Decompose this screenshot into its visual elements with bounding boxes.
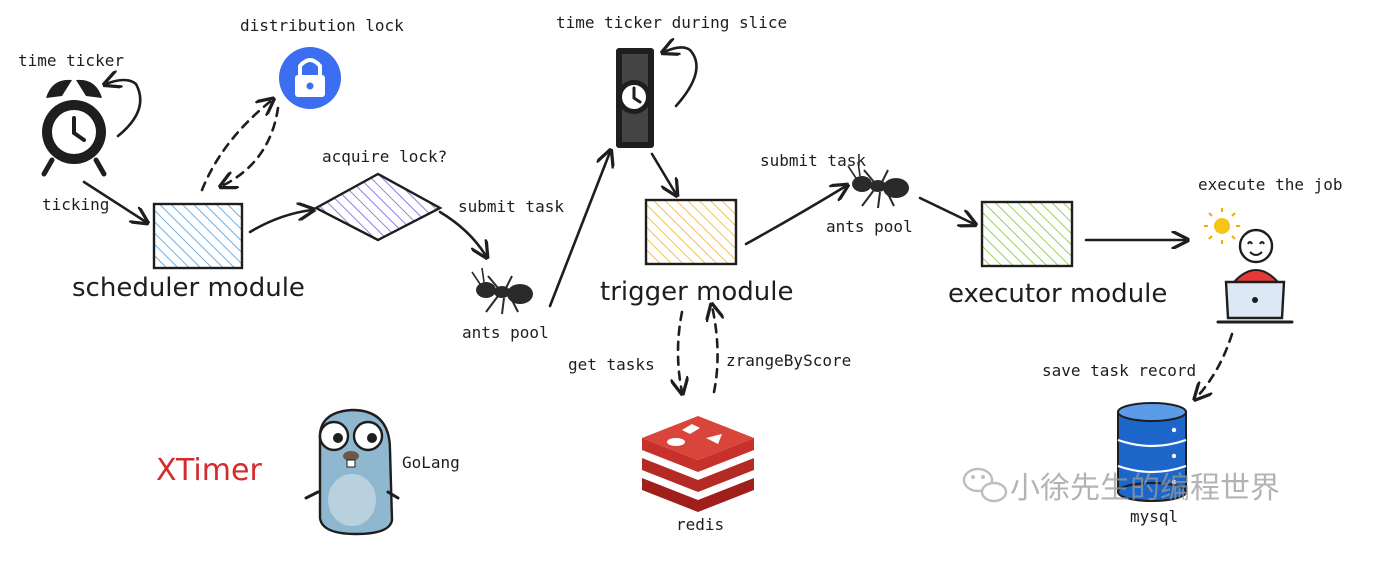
save-task-record-label: save task record (1042, 361, 1196, 380)
lock-icon (279, 47, 341, 109)
ants-pool-label-1: ants pool (462, 323, 549, 342)
trigger-to-pool-arrow (744, 186, 846, 246)
ticking-label: ticking (42, 195, 109, 214)
wechat-icon (962, 467, 1008, 503)
zrangebyscore-label: zrangeByScore (726, 351, 851, 370)
ant-icon (847, 161, 909, 209)
trigger-module-label: trigger module (600, 277, 794, 307)
golang-label: GoLang (402, 453, 460, 472)
save-record-arrow (1196, 332, 1234, 398)
executor-module-box (980, 200, 1074, 268)
submit-task-label-1: submit task (458, 197, 564, 216)
get-tasks-label: get tasks (568, 355, 655, 374)
xtimer-title: XTimer (156, 453, 262, 488)
pool-to-executor-arrow (918, 196, 974, 224)
zrange-arrow (712, 306, 718, 394)
distribution-lock-label: distribution lock (240, 16, 404, 35)
ant-icon (471, 267, 533, 315)
acquire-lock-label: acquire lock? (322, 147, 447, 166)
execute-job-label: execute the job (1198, 175, 1343, 194)
ticker-loop-arrow (106, 80, 142, 138)
scheduler-module-label: scheduler module (72, 273, 305, 303)
scheduler-module-box (152, 202, 244, 270)
submit-task-label-2: submit task (760, 151, 866, 170)
watermark-text: 小徐先生的编程世界 (1010, 471, 1280, 506)
executor-module-label: executor module (948, 279, 1167, 309)
gopher-icon (304, 408, 400, 536)
trigger-module-box (644, 198, 738, 266)
alarm-clock-icon (41, 79, 107, 177)
person-laptop-icon (1204, 208, 1294, 324)
lock-response-arrow (222, 106, 280, 186)
pool-to-slice-ticker-arrow (548, 152, 610, 308)
redis-icon (642, 416, 754, 512)
scheduler-to-decision-arrow (248, 210, 312, 234)
slice-ticker-loop-arrow (664, 47, 698, 108)
time-ticker-label: time ticker (18, 51, 124, 70)
get-tasks-arrow (678, 310, 682, 392)
database-icon (1117, 402, 1187, 502)
acquire-lock-diamond (313, 172, 443, 242)
slice-ticker-label: time ticker during slice (556, 13, 787, 32)
redis-label: redis (676, 515, 724, 534)
decision-to-pool-arrow (438, 210, 486, 256)
ticking-arrow (82, 180, 146, 222)
hourglass-clock-icon (616, 48, 654, 148)
mysql-label: mysql (1130, 507, 1178, 526)
slice-to-trigger-arrow (650, 152, 676, 194)
ants-pool-label-2: ants pool (826, 217, 913, 236)
